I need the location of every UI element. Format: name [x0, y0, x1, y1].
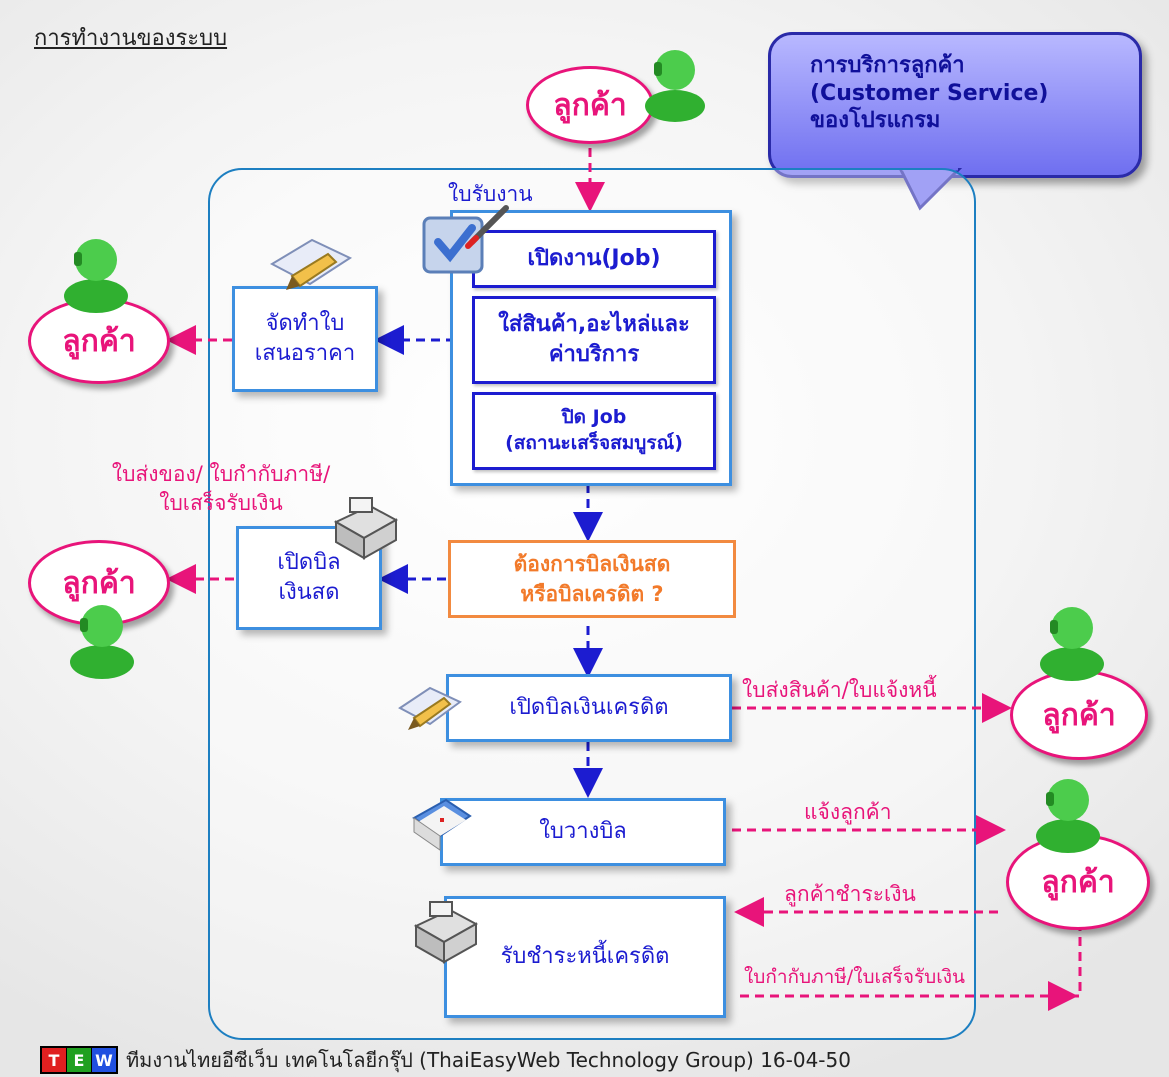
quotation-box: จัดทำใบ เสนอราคา [232, 286, 378, 392]
calendar-icon [412, 798, 472, 851]
person-icon [64, 239, 128, 313]
cash-bill-line-1: เปิดบิล [277, 550, 341, 576]
add-items-box: ใส่สินค้า,อะไหล่และ ค่าบริการ [472, 296, 716, 384]
cash-docs-line-1: ใบส่งของ/ ใบกำกับภาษี/ [111, 462, 331, 486]
logo-letter-e: E [67, 1048, 92, 1072]
logo-letter-w: W [92, 1048, 116, 1072]
footer-text: ทีมงานไทยอีซีเว็บ เทคโนโลยีกรุ๊ป (ThaiEa… [126, 1048, 851, 1072]
pencil-icon [398, 686, 462, 730]
cash-docs-line-2: ใบเสร็จรับเงิน [159, 491, 283, 516]
person-icon [645, 50, 705, 122]
credit-docs-label: ใบส่งสินค้า/ใบแจ้งหนี้ [742, 678, 937, 702]
job-receipt-label: ใบรับงาน [448, 182, 533, 206]
quotation-line-2: เสนอราคา [254, 341, 356, 366]
cash-bill-line-2: เงินสด [278, 580, 340, 605]
decision-line-2: หรือบิลเครดิต ? [520, 582, 664, 606]
quotation-line-1: จัดทำใบ [265, 311, 345, 337]
notify-customer-label: แจ้งลูกค้า [804, 800, 892, 824]
close-job-line-2: (สถานะเสร็จสมบูรณ์) [505, 432, 683, 454]
cash-register-icon [333, 497, 399, 560]
customer-bubble-right-2: ลูกค้า [1006, 834, 1150, 930]
open-job-box: เปิดงาน(Job) [472, 230, 716, 288]
receive-payment-box: รับชำระหนี้เครดิต [444, 896, 726, 1018]
person-icon [70, 605, 134, 679]
customer-bubble-top: ลูกค้า [526, 66, 654, 144]
person-icon [1036, 779, 1100, 853]
close-job-box: ปิด Job (สถานะเสร็จสมบูรณ์) [472, 392, 716, 470]
decision-box: ต้องการบิลเงินสด หรือบิลเครดิต ? [448, 540, 736, 618]
close-job-line-1: ปิด Job [561, 406, 627, 429]
logo-letter-t: T [42, 1048, 67, 1072]
customer-bubble-right-1: ลูกค้า [1010, 670, 1148, 760]
speech-text: การบริการลูกค้า (Customer Service) ของโป… [810, 52, 1120, 135]
checklist-icon [422, 205, 509, 274]
page-title: การทำงานของระบบ [34, 26, 228, 51]
customer-pays-label: ลูกค้าชำระเงิน [784, 882, 916, 906]
cash-register-icon [413, 901, 479, 964]
speech-line-1: การบริการลูกค้า [810, 53, 965, 78]
person-icon [1040, 607, 1104, 681]
pencil-icon [269, 238, 353, 290]
speech-line-3: ของโปรแกรม [810, 108, 941, 133]
cash-docs-label: ใบส่งของ/ ใบกำกับภาษี/ ใบเสร็จรับเงิน [66, 460, 376, 519]
decision-line-1: ต้องการบิลเงินสด [513, 551, 671, 576]
add-items-line-1: ใส่สินค้า,อะไหล่และ [498, 312, 690, 338]
speech-bubble [768, 32, 1142, 178]
tew-logo: T E W [40, 1046, 118, 1074]
billing-note-box: ใบวางบิล [440, 798, 726, 866]
arrow-tax-receipt [1072, 922, 1082, 998]
footer: T E W ทีมงานไทยอีซีเว็บ เทคโนโลยีกรุ๊ป (… [40, 1044, 851, 1076]
add-items-line-2: ค่าบริการ [548, 342, 640, 367]
credit-bill-box: เปิดบิลเงินเครดิต [446, 674, 732, 742]
speech-line-2: (Customer Service) [810, 80, 1049, 106]
tax-receipt-label: ใบกำกับภาษี/ใบเสร็จรับเงิน [744, 966, 965, 988]
